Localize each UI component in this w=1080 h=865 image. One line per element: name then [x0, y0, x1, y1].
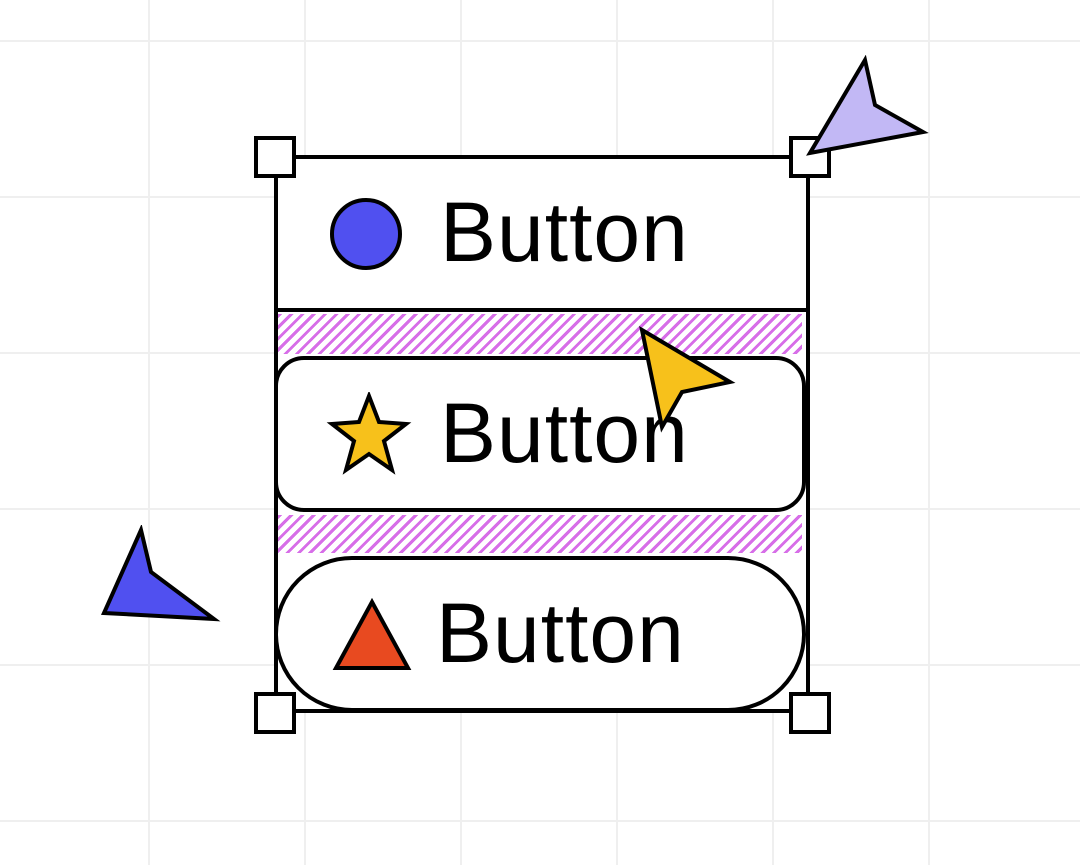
lavender-cursor-icon [806, 55, 929, 156]
frame-divider [274, 308, 810, 312]
circle-icon [330, 198, 402, 270]
yellow-cursor-icon [639, 325, 736, 433]
star-icon [326, 392, 412, 475]
resize-handle-top-left[interactable] [254, 136, 296, 178]
button-label: Button [436, 586, 685, 680]
button-square[interactable]: Button [278, 160, 806, 308]
spacing-gap-2 [278, 515, 802, 553]
resize-handle-bottom-left[interactable] [254, 692, 296, 734]
resize-handle-bottom-right[interactable] [789, 692, 831, 734]
button-label: Button [440, 185, 689, 279]
triangle-icon [332, 598, 412, 670]
button-rounded[interactable]: Button [274, 356, 806, 512]
spacing-gap-1 [278, 314, 802, 354]
blue-cursor-icon [100, 525, 221, 622]
button-label: Button [440, 386, 689, 480]
button-pill[interactable]: Button [274, 556, 806, 712]
